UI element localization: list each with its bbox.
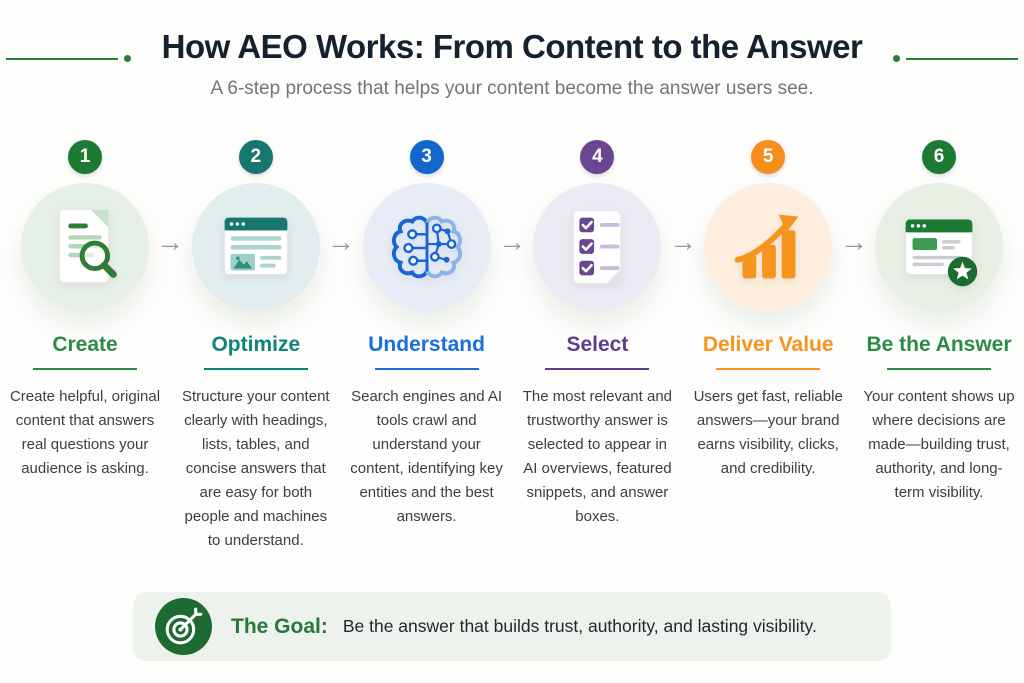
step-deliver-value: 5 Deliver Value Users get fast, reliable… [688,140,848,553]
title-decor-line-left [6,58,118,60]
arrow-icon: → [840,226,868,257]
step-description: Users get fast, reliable answers—your br… [693,388,843,477]
step-understand: 3 [347,140,507,553]
step-label: Deliver Value [702,333,834,356]
ai-brain-icon [391,215,462,279]
step-select: 4 Select The most relevant and trustwort… [517,140,677,553]
step-create: 1 Create Create helpful, original conten… [5,140,165,553]
step-icon-circle [191,183,320,311]
step-description: Create helpful, original content that an… [9,388,161,477]
arrow-icon: → [669,226,697,257]
step-description: The most relevant and trustworthy answer… [522,388,673,525]
step-number-badge: 6 [921,140,956,174]
goal-label: The Goal: [231,614,328,638]
arrow-icon: → [498,226,526,257]
step-icon-circle [21,183,149,311]
goal-banner: The Goal: Be the answer that builds trus… [133,592,891,661]
steps-row: 1 Create Create helpful, original conten… [0,140,1024,553]
goal-text: Be the answer that builds trust, authori… [342,616,817,636]
target-dart-icon [165,607,203,645]
step-optimize: 2 Optimize Structure your content clearl… [176,140,336,553]
step-label: Understand [368,333,485,356]
goal-icon-circle [155,598,212,655]
answer-page-star-icon [905,219,978,287]
step-underline [33,368,137,370]
checklist-icon [573,210,622,284]
step-underline [203,368,308,370]
webpage-structure-icon [223,217,288,275]
step-underline [545,368,650,370]
arrow-icon: → [327,226,355,257]
page-subtitle: A 6-step process that helps your content… [210,78,814,99]
title-decor-line-right [906,58,1018,60]
step-number-badge: 3 [409,140,444,174]
step-number-badge: 2 [238,140,273,174]
page-title: How AEO Works: From Content to the Answe… [161,28,863,65]
step-label: Create [52,333,118,356]
step-underline [716,368,821,370]
step-be-the-answer: 6 Be the Answer Your content shows up wh… [859,140,1019,553]
title-decor-dot-left [124,55,131,62]
arrow-icon: → [156,226,184,257]
step-icon-circle [874,183,1003,311]
step-label: Optimize [211,333,301,356]
header: How AEO Works: From Content to the Answe… [0,0,1024,100]
step-label: Select [566,333,629,356]
step-description: Your content shows up where decisions ar… [863,388,1015,501]
step-description: Structure your content clearly with head… [182,388,330,549]
step-underline [886,368,991,370]
step-description: Search engines and AI tools crawl and un… [350,388,503,525]
step-underline [374,368,479,370]
step-icon-circle [533,183,662,311]
document-search-icon [59,209,117,283]
step-number-badge: 5 [751,140,786,174]
step-icon-circle [362,183,491,311]
title-decor-dot-right [893,55,900,62]
step-label: Be the Answer [866,333,1012,356]
growth-chart-icon [734,214,799,279]
step-icon-circle [704,183,833,311]
step-number-badge: 4 [580,140,615,174]
step-number-badge: 1 [68,140,102,174]
